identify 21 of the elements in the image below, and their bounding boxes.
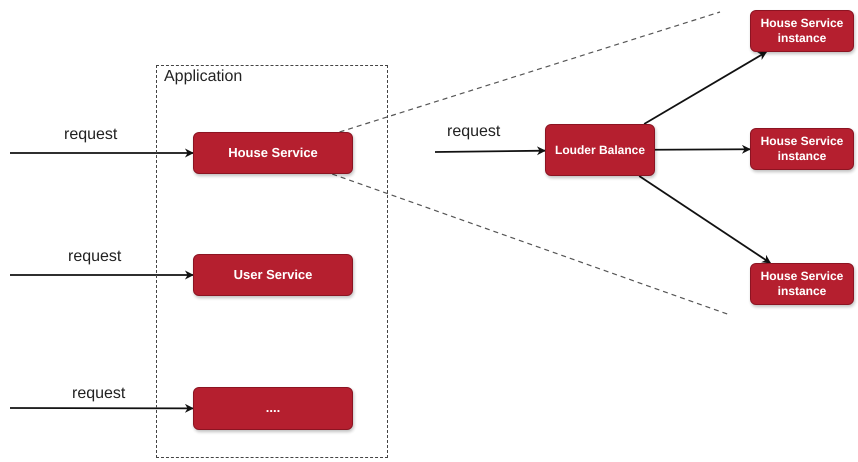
service-box: Louder Balance	[545, 124, 655, 176]
arrow	[10, 148, 194, 158]
arrow	[10, 404, 194, 413]
edge-label: request	[445, 123, 502, 141]
arrow	[434, 146, 546, 156]
arrow	[638, 175, 772, 264]
service-box: House Service instance	[750, 128, 854, 170]
service-box: House Service	[193, 132, 353, 174]
edge-label: request	[62, 126, 120, 144]
arrow	[644, 51, 768, 125]
dashed-group-frame	[156, 65, 388, 458]
service-box: House Service instance	[750, 10, 854, 52]
edge-label: request	[70, 385, 128, 403]
arrow	[10, 270, 194, 280]
edge-label: request	[66, 248, 124, 266]
service-box: House Service instance	[750, 263, 854, 305]
dashed-zoom-line	[339, 11, 720, 133]
service-box: User Service	[193, 254, 353, 296]
arrow	[655, 144, 751, 154]
service-box: ....	[193, 387, 353, 430]
group-label: Application	[164, 68, 242, 86]
